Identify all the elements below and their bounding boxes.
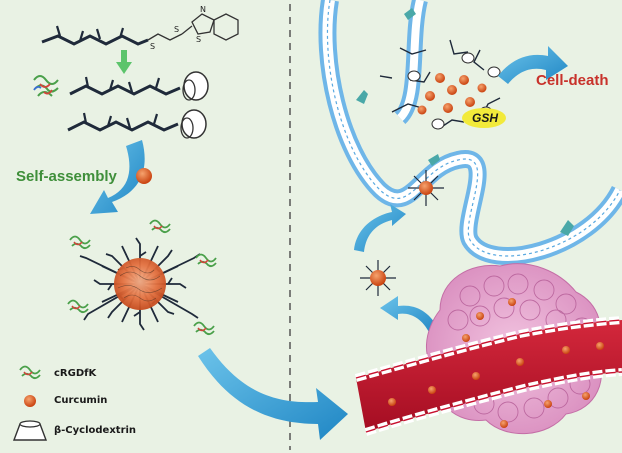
legend-cyclodextrin-label: β-Cyclodextrin bbox=[54, 425, 137, 436]
micelle-peptide-3 bbox=[195, 253, 217, 268]
polymer-chain-lower bbox=[67, 112, 179, 132]
extravasation-arrow bbox=[380, 296, 438, 334]
released-curcumin bbox=[417, 73, 487, 115]
atom-s2: S bbox=[174, 25, 179, 34]
cell-membrane-heads bbox=[326, 0, 621, 257]
cyclodextrin-ring-1 bbox=[182, 71, 209, 101]
legend-crgdfk-label: cRGDfK bbox=[54, 368, 97, 379]
gsh-label: GSH bbox=[472, 111, 499, 125]
cell-death-arrow bbox=[498, 46, 568, 84]
entering-micelle bbox=[408, 170, 444, 206]
atom-s1: S bbox=[150, 42, 155, 51]
micelle-peptide-4 bbox=[67, 299, 89, 314]
curcumin-dot bbox=[136, 168, 152, 184]
atom-n: N bbox=[200, 5, 206, 14]
polymer-chain-top bbox=[41, 25, 183, 46]
polymer-chain-middle bbox=[69, 76, 181, 96]
gsh-bubble bbox=[462, 108, 506, 128]
legend-curcumin-icon bbox=[24, 395, 36, 407]
released-cyclodextrin bbox=[407, 52, 501, 130]
micelle-peptide-5 bbox=[193, 321, 215, 336]
benzothiazole-group bbox=[181, 13, 239, 41]
receptor-4 bbox=[404, 8, 416, 20]
atom-s3: S bbox=[196, 35, 201, 44]
outside-micelle-core bbox=[370, 270, 386, 286]
legend-peptide-icon bbox=[19, 365, 41, 380]
legend-curcumin-label: Curcumin bbox=[54, 395, 108, 406]
down-arrow-small bbox=[116, 50, 132, 74]
micelle-peptide-1 bbox=[69, 235, 91, 250]
self-assembly-label: Self-assembly bbox=[16, 168, 117, 185]
receptor-2 bbox=[428, 154, 440, 166]
receptor-3 bbox=[560, 220, 574, 236]
cell-death-label: Cell-death bbox=[536, 72, 609, 89]
micelle bbox=[79, 237, 201, 331]
uptake-arrow bbox=[354, 204, 406, 252]
delivery-arrow bbox=[198, 348, 348, 440]
legend-cyclodextrin-icon bbox=[12, 420, 48, 441]
entering-micelle-core bbox=[419, 181, 433, 195]
receptor-1 bbox=[356, 90, 368, 104]
release-cluster bbox=[379, 39, 501, 129]
micelle-peptide-2 bbox=[149, 219, 171, 234]
blood-vessel bbox=[354, 316, 622, 436]
vessel-curcumin bbox=[388, 342, 604, 406]
crgdfk-peptide-icon bbox=[33, 75, 59, 97]
cyclodextrin-ring-2 bbox=[180, 109, 207, 139]
cell-membrane-top-core bbox=[396, 0, 424, 121]
self-assembly-arrow bbox=[90, 140, 145, 214]
tumor-curcumin bbox=[462, 298, 590, 428]
outside-micelle bbox=[360, 260, 396, 296]
